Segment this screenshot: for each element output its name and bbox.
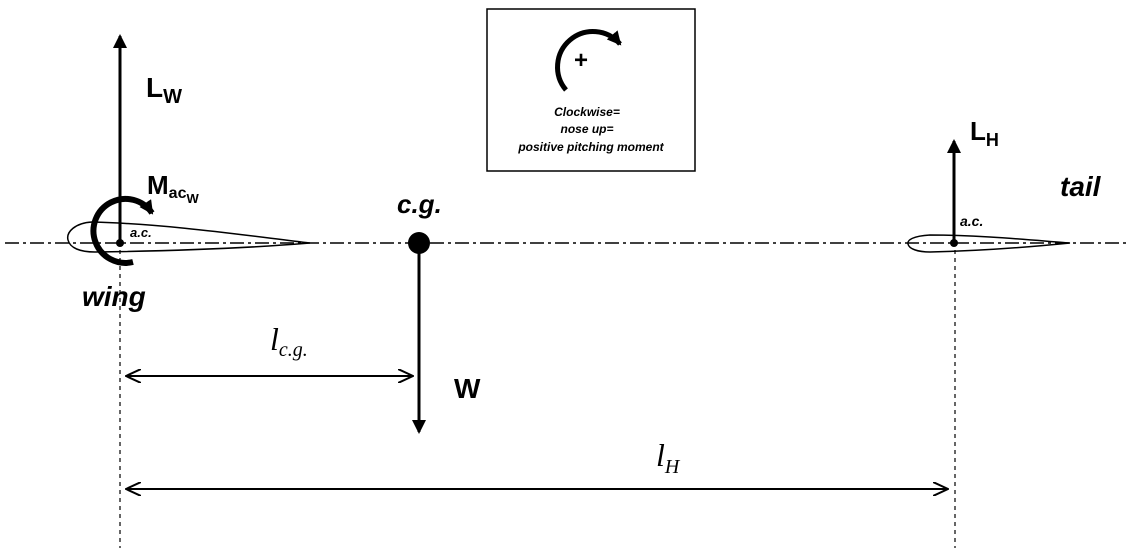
lh-label: lH <box>656 437 681 478</box>
legend-line-1: Clockwise= <box>554 105 620 119</box>
cg-label: c.g. <box>397 189 442 219</box>
weight-label: W <box>454 373 481 404</box>
wing-label: wing <box>82 281 146 312</box>
wing-ac-label: a.c. <box>130 225 152 240</box>
lcg-label: lc.g. <box>270 321 308 361</box>
wing-ac-dot <box>116 239 124 247</box>
tail-ac-dot <box>950 239 958 247</box>
tail-lift-label: LH <box>970 116 999 150</box>
cg-dot <box>408 232 430 254</box>
legend-line-2: nose up= <box>560 122 613 136</box>
tail-airfoil <box>907 234 1071 253</box>
wing-moment-label: MacW <box>147 170 199 206</box>
legend-line-3: positive pitching moment <box>517 140 664 154</box>
wing-moment-arrow <box>90 195 155 266</box>
tail-ac-label: a.c. <box>960 213 983 229</box>
tail-label: tail <box>1060 171 1102 202</box>
sign-convention-legend: + Clockwise= nose up= positive pitching … <box>486 8 696 172</box>
wing-airfoil <box>67 221 311 253</box>
legend-plus: + <box>574 47 588 74</box>
legend-box <box>486 8 696 172</box>
clockwise-arrow-icon <box>555 29 622 92</box>
wing-lift-label: LW <box>146 72 182 108</box>
